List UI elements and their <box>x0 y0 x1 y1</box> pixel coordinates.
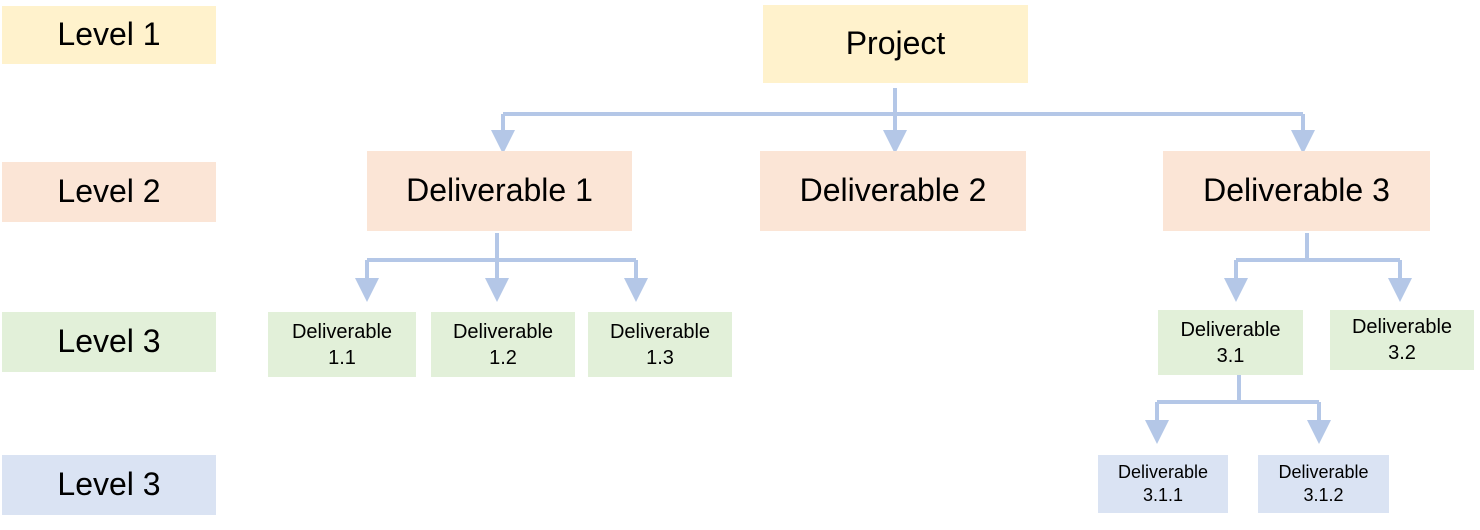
deliverable-3-1-1-node: Deliverable 3.1.1 <box>1098 455 1228 513</box>
deliverable-2-node: Deliverable 2 <box>760 151 1026 231</box>
node-line-2: 1.1 <box>328 346 356 369</box>
level-label-text: Level 3 <box>57 323 161 360</box>
deliverable-1-2-node: Deliverable 1.2 <box>431 312 575 377</box>
deliverable-3-2-node: Deliverable 3.2 <box>1330 310 1474 370</box>
node-line-2: 3.1 <box>1216 344 1245 367</box>
project-label: Project <box>845 25 946 62</box>
level-label-4: Level 3 <box>2 455 216 515</box>
project-node: Project <box>763 5 1028 83</box>
level-label-text: Level 3 <box>57 466 161 503</box>
deliverable-label: Deliverable 2 <box>799 172 987 209</box>
level-label-text: Level 1 <box>57 16 161 53</box>
node-line-1: Deliverable <box>1351 316 1453 338</box>
node-line-1: Deliverable <box>291 320 393 343</box>
node-line-2: 1.2 <box>489 346 517 369</box>
deliverable-1-1-node: Deliverable 1.1 <box>268 312 416 377</box>
level-label-text: Level 2 <box>57 173 161 210</box>
level-label-2: Level 2 <box>2 162 216 222</box>
node-line-1: Deliverable <box>1278 461 1369 482</box>
level-label-1: Level 1 <box>2 6 216 64</box>
deliverable-label: Deliverable 3 <box>1203 172 1390 209</box>
node-line-2: 1.3 <box>646 346 674 369</box>
deliverable-1-3-node: Deliverable 1.3 <box>588 312 732 377</box>
deliverable-1-node: Deliverable 1 <box>367 151 632 231</box>
node-line-1: Deliverable <box>609 320 711 343</box>
deliverable-label: Deliverable 1 <box>406 172 593 209</box>
node-line-1: Deliverable <box>1117 461 1209 482</box>
node-line-1: Deliverable <box>452 320 554 343</box>
node-line-2: 3.1.2 <box>1303 485 1344 505</box>
deliverable-3-1-node: Deliverable 3.1 <box>1158 310 1303 375</box>
level-label-3: Level 3 <box>2 312 216 372</box>
node-line-2: 3.1.1 <box>1142 485 1184 505</box>
node-line-2: 3.2 <box>1388 342 1416 364</box>
node-line-1: Deliverable <box>1180 318 1281 341</box>
deliverable-3-node: Deliverable 3 <box>1163 151 1430 231</box>
deliverable-3-1-2-node: Deliverable 3.1.2 <box>1258 455 1389 513</box>
